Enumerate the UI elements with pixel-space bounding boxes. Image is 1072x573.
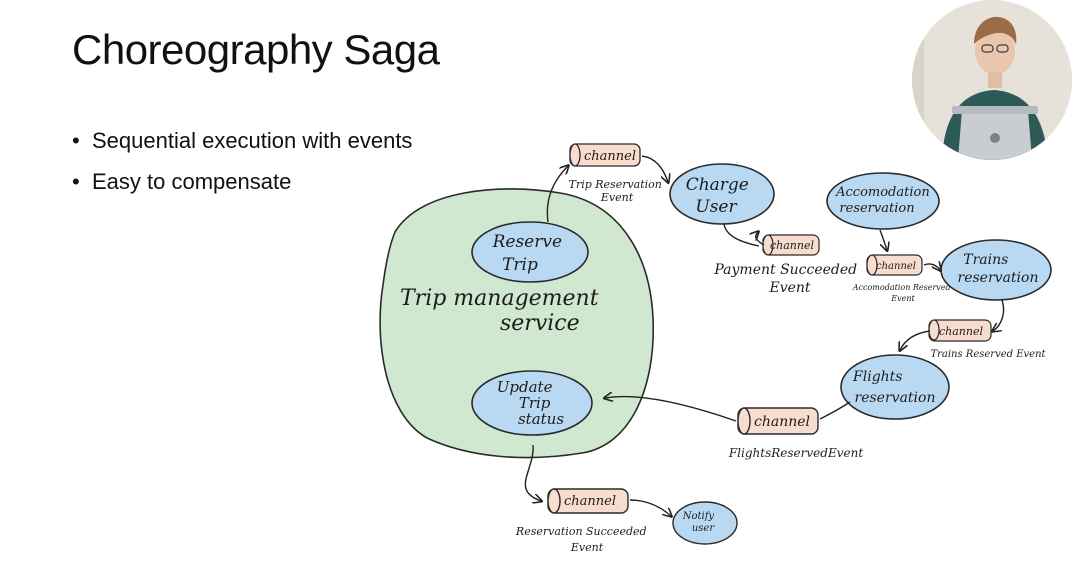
- arrow-charge-to-channel: [723, 223, 760, 247]
- arrow-reserve-to-channel: [546, 166, 568, 223]
- trip-reservation-channel: channel: [569, 143, 641, 167]
- notify-user-node: Notify user: [672, 501, 738, 545]
- arrow-channel-to-payment-label: [756, 232, 765, 246]
- accommodation-reserved-event-label: Accomodation Reserved Event: [852, 283, 953, 303]
- update-trip-status-node: Update Trip status: [471, 370, 593, 436]
- reservation-succeeded-event-label: Reservation Succeeded Event: [515, 525, 650, 554]
- svg-text:Accomodation reservation: Accomodation reservation: [835, 185, 934, 216]
- flights-reserved-channel: channel: [737, 407, 819, 435]
- arrow-channel-to-trains: [923, 264, 940, 270]
- trains-reserved-channel: channel: [928, 319, 992, 342]
- payment-succeeded-event-label: Payment Succeeded Event: [713, 262, 861, 296]
- accommodation-reservation-node: Accomodation reservation: [826, 172, 940, 230]
- svg-text:channel: channel: [770, 239, 814, 252]
- svg-text:Update Trip status: Update Trip status: [497, 378, 565, 428]
- slide-title: Choreography Saga: [72, 26, 440, 73]
- charge-user-node: Charge User: [669, 163, 775, 225]
- flow-arrows: [524, 155, 1005, 516]
- service-label: Trip management service: [400, 286, 606, 336]
- svg-text:channel: channel: [584, 149, 636, 164]
- arrow-accommodation-to-channel: [879, 229, 887, 250]
- flights-reserved-event-label: FlightsReservedEvent: [728, 446, 863, 460]
- arrow-channel-to-charge: [641, 155, 668, 182]
- arrow-trains-to-channel: [993, 299, 1005, 331]
- svg-text:channel: channel: [939, 325, 983, 338]
- svg-text:channel: channel: [754, 414, 810, 430]
- arrow-channel-to-notify: [629, 499, 671, 516]
- svg-text:Charge User: Charge User: [686, 175, 755, 217]
- svg-text:Flights reservation: Flights reservation: [852, 369, 935, 406]
- svg-text:channel: channel: [564, 494, 616, 509]
- trip-reservation-event-label: Trip Reservation Event: [569, 178, 666, 204]
- trains-reserved-event-label: Trains Reserved Event: [930, 349, 1046, 360]
- svg-text:Notify user: Notify user: [682, 511, 718, 534]
- svg-text:Trains reservation: Trains reservation: [958, 252, 1039, 286]
- reserve-trip-node: Reserve Trip: [471, 221, 589, 283]
- trains-reservation-node: Trains reservation: [940, 239, 1052, 301]
- arrow-channel-to-flights: [900, 330, 931, 350]
- reservation-succeeded-channel: channel: [547, 488, 629, 514]
- svg-text:Reserve Trip: Reserve Trip: [492, 232, 568, 275]
- arrow-channel-to-update: [605, 397, 737, 422]
- arrow-update-to-channel: [524, 444, 541, 501]
- bullet-item: Easy to compensate: [72, 169, 412, 210]
- arrow-flights-to-channel: [819, 401, 851, 420]
- flights-reservation-node: Flights reservation: [840, 354, 950, 420]
- presenter-avatar: [912, 0, 1072, 160]
- accommodation-reserved-channel: channel: [866, 254, 923, 276]
- presenter-webcam: [912, 0, 1072, 160]
- svg-text:channel: channel: [876, 261, 916, 272]
- bullet-item: Sequential execution with events: [72, 128, 412, 169]
- payment-succeeded-channel: channel: [762, 234, 820, 256]
- bullet-list: Sequential execution with events Easy to…: [72, 128, 412, 210]
